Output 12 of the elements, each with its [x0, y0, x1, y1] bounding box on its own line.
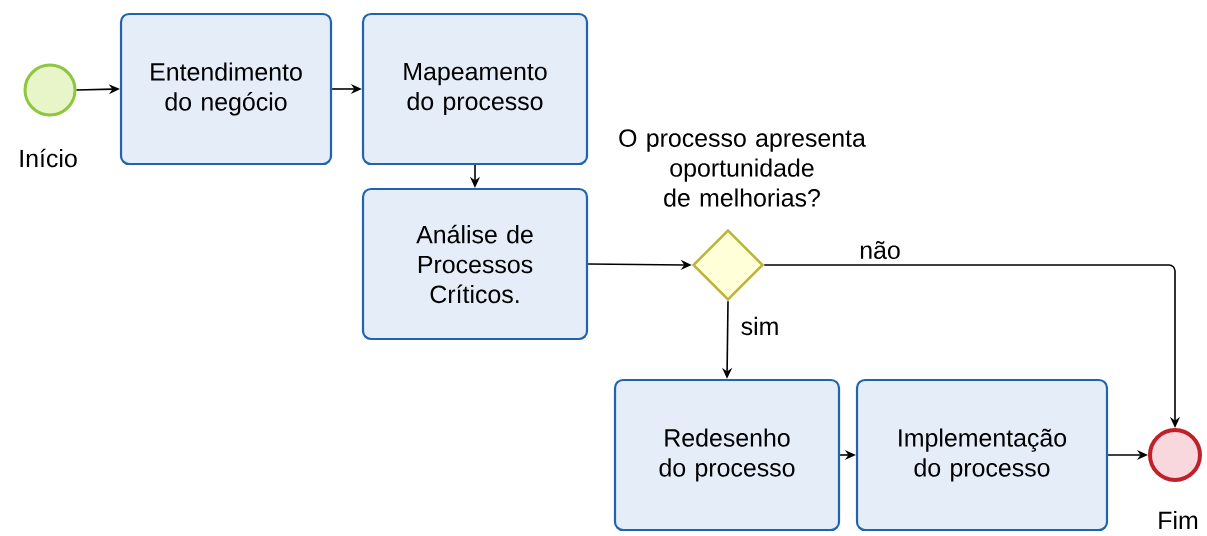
node-caption: Início — [20, 148, 77, 168]
edge-label: não — [858, 239, 902, 261]
start-event-circle — [23, 63, 77, 117]
process-box: Implementação do processo — [855, 378, 1109, 532]
process-box: Entendimento do negócio — [119, 12, 333, 166]
node-caption: Fim — [1159, 510, 1198, 529]
process-box: Análise de Processos Críticos. — [361, 187, 589, 341]
edge-label: sim — [739, 315, 781, 337]
node-caption: O processo apresenta oportunidade de melhorias? — [619, 129, 866, 207]
process-box: Mapeamento do processo — [361, 12, 589, 166]
end-event-circle — [1148, 428, 1202, 482]
process-box: Redesenho do processo — [613, 378, 841, 532]
